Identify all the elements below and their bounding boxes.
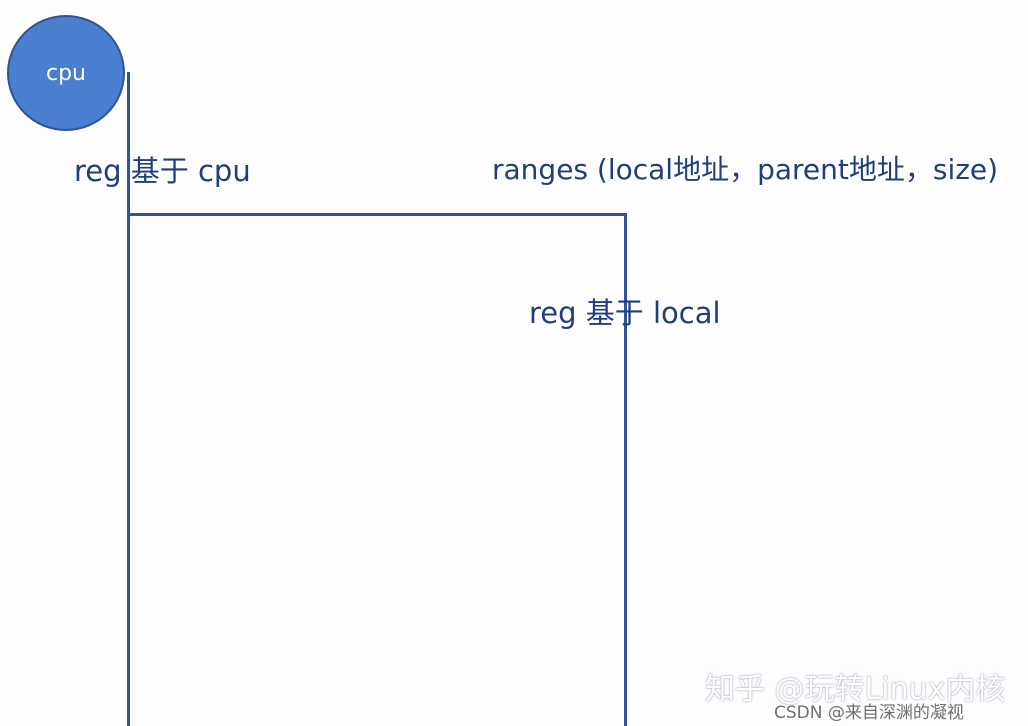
cpu-bus-vertical-line [127, 72, 130, 726]
local-bus-horizontal-line [127, 213, 627, 216]
cpu-node: cpu [7, 15, 125, 131]
csdn-watermark: CSDN @来自深渊的凝视 [774, 703, 964, 723]
cpu-node-label: cpu [45, 60, 86, 86]
ranges-label: ranges (local地址，parent地址，size) [492, 153, 999, 186]
reg-cpu-label: reg 基于 cpu [74, 154, 251, 188]
reg-local-label: reg 基于 local [529, 296, 721, 330]
local-bus-vertical-line [624, 213, 627, 726]
zhihu-watermark: 知乎 @玩转Linux内核 [705, 672, 1006, 707]
